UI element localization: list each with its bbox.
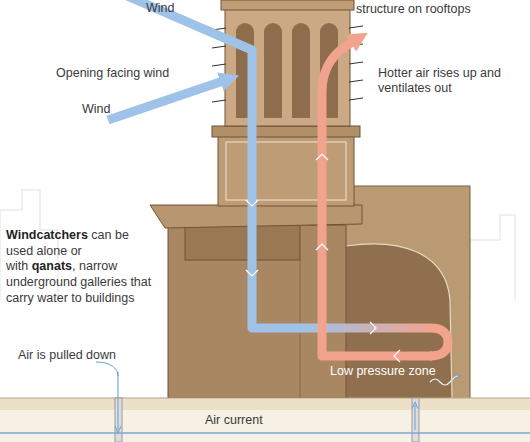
wind-tick bbox=[349, 80, 363, 82]
skyline bbox=[470, 215, 515, 300]
underground bbox=[0, 410, 530, 442]
label: Wind bbox=[146, 1, 174, 16]
chevron bbox=[246, 200, 258, 206]
tower-cap bbox=[221, 0, 354, 10]
label: Opening facing wind bbox=[56, 66, 169, 81]
label: structure on rooftops bbox=[356, 2, 471, 17]
ceiling-box bbox=[185, 225, 300, 260]
flow-chevrons bbox=[246, 154, 400, 362]
tower-opening bbox=[264, 23, 282, 118]
wind-arrow bbox=[108, 80, 226, 120]
chevron bbox=[316, 244, 328, 250]
chevron bbox=[316, 154, 328, 160]
wind-tick bbox=[349, 62, 363, 64]
tower-opening bbox=[292, 23, 310, 118]
label: Air is pulled down bbox=[18, 348, 116, 363]
chevron bbox=[394, 350, 400, 362]
airflow-line bbox=[414, 405, 415, 430]
label: Wind bbox=[82, 102, 110, 117]
wind-tick bbox=[212, 100, 226, 102]
label: Air current bbox=[205, 413, 263, 428]
wind-ticks bbox=[212, 26, 363, 102]
tower-panel bbox=[226, 142, 346, 200]
cool-air-arrow bbox=[125, 0, 302, 328]
ground-line bbox=[0, 398, 530, 399]
wind-tick bbox=[349, 98, 363, 100]
leader-line bbox=[96, 362, 118, 376]
note-paragraph: Windcatcherscan be used alone or withqan… bbox=[6, 228, 154, 306]
chevron bbox=[246, 270, 258, 276]
tower-ledge bbox=[212, 126, 360, 137]
airflow-line bbox=[117, 372, 118, 430]
ground-surface bbox=[0, 398, 530, 410]
note-text: Windcatchers bbox=[6, 228, 88, 242]
air-current-line bbox=[0, 432, 530, 434]
wind-tick bbox=[212, 46, 226, 48]
label: Low pressure zone bbox=[330, 364, 436, 379]
tower-base bbox=[218, 136, 354, 206]
well-shaft bbox=[412, 398, 419, 442]
chevron bbox=[370, 322, 376, 334]
label: Hotter air rises up and ventilates out bbox=[378, 66, 506, 97]
note-text: qanats bbox=[32, 259, 72, 273]
wind-tick bbox=[212, 64, 226, 66]
wind-tick bbox=[349, 26, 363, 28]
